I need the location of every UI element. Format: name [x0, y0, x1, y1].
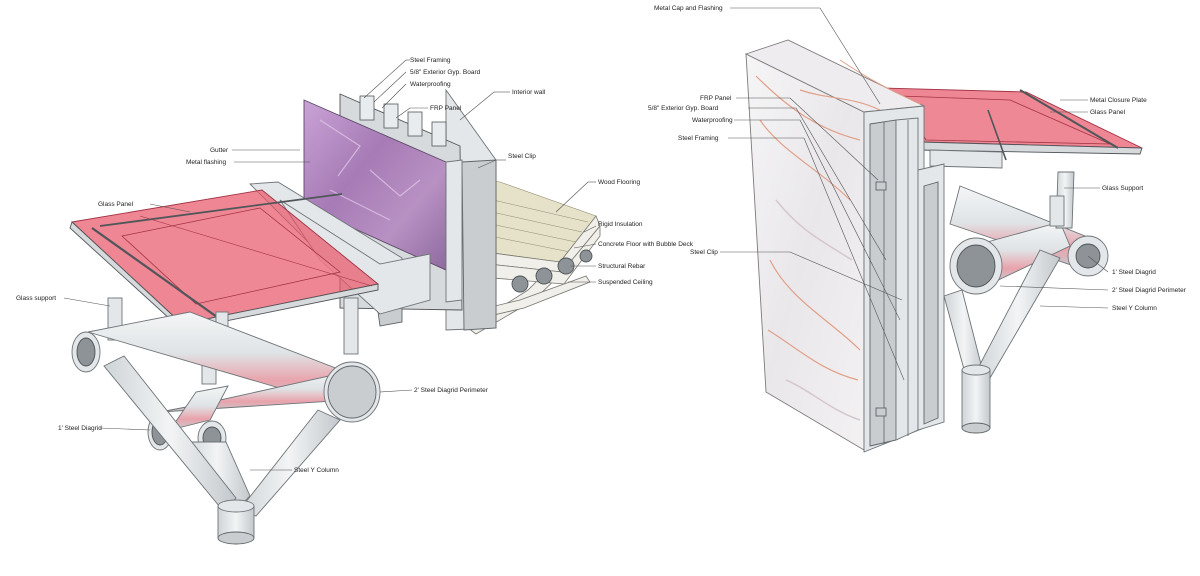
- label-left-interior-wall: Interior wall: [512, 89, 546, 96]
- label-right-diagrid-perimeter: 2' Steel Diagrid Perimeter: [1112, 287, 1187, 294]
- wall-assembly: [303, 88, 497, 331]
- label-left-concrete-floor: Concrete Floor with Bubble Deck: [598, 241, 694, 248]
- label-right-diagrid: 1' Steel Diagrid: [1112, 269, 1156, 276]
- right-detail: Metal Cap and Flashing FRP Panel 5/8" Ex…: [648, 5, 1187, 453]
- label-left-glass-panel: Glass Panel: [98, 201, 134, 208]
- label-right-ext-gyp-board: 5/8" Exterior Gyp. Board: [648, 105, 719, 112]
- label-left-diagrid: 1' Steel Diagrid: [58, 425, 102, 432]
- label-left-glass-support: Glass support: [16, 295, 56, 302]
- label-right-frp-panel: FRP Panel: [700, 95, 732, 102]
- diagrid-left: [71, 311, 381, 545]
- label-left-gutter: Gutter: [210, 147, 229, 154]
- label-left-waterproofing: Waterproofing: [410, 81, 451, 88]
- marble-wall: [744, 39, 926, 451]
- label-left-steel-clip: Steel Clip: [508, 153, 536, 160]
- label-right-steel-framing: Steel Framing: [678, 135, 719, 142]
- label-left-y-column: Steel Y Column: [294, 467, 339, 474]
- label-left-rigid-insulation: Rigid Insulation: [598, 221, 643, 228]
- label-right-metal-closure: Metal Closure Plate: [1090, 97, 1147, 104]
- diagrid-right: [943, 171, 1109, 434]
- label-right-glass-panel: Glass Panel: [1090, 109, 1126, 116]
- left-labels: Steel Framing 5/8" Exterior Gyp. Board W…: [16, 57, 694, 474]
- label-left-frp-panel: FRP Panel: [430, 105, 462, 112]
- label-right-steel-clip: Steel Clip: [690, 249, 718, 256]
- glass-roof: [883, 87, 1143, 169]
- label-right-waterproofing: Waterproofing: [692, 117, 733, 124]
- label-left-diagrid-perimeter: 2' Steel Diagrid Perimeter: [414, 387, 489, 394]
- left-detail: Steel Framing 5/8" Exterior Gyp. Board W…: [16, 57, 694, 545]
- label-left-metal-flashing: Metal flashing: [186, 159, 226, 166]
- label-left-wood-flooring: Wood Flooring: [598, 179, 641, 186]
- wall-framing: [863, 105, 945, 453]
- label-left-ext-gyp-board: 5/8" Exterior Gyp. Board: [410, 69, 481, 76]
- label-right-metal-cap: Metal Cap and Flashing: [654, 5, 723, 12]
- label-left-steel-framing: Steel Framing: [410, 57, 451, 64]
- label-left-suspended-ceiling: Suspended Ceiling: [598, 279, 653, 286]
- right-labels: Metal Cap and Flashing FRP Panel 5/8" Ex…: [648, 5, 1187, 381]
- label-left-structural-rebar: Structural Rebar: [598, 263, 646, 270]
- glass-canopy: [69, 189, 380, 332]
- floor-slab: [467, 175, 601, 335]
- label-right-y-column: Steel Y Column: [1112, 305, 1157, 312]
- label-right-glass-support: Glass Support: [1102, 185, 1143, 192]
